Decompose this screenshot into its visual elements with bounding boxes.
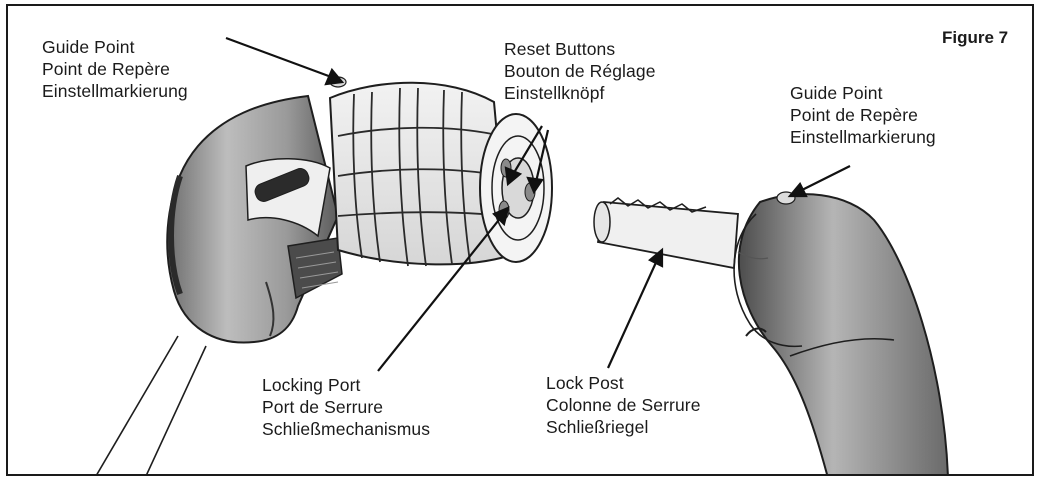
label-fr: Bouton de Réglage xyxy=(504,61,656,81)
label-en: Guide Point xyxy=(790,83,883,103)
label-guide-point-right: Guide Point Point de Repère Einstellmark… xyxy=(790,82,936,148)
figure-frame: Figure 7 Guide Point Point de Repère Ein… xyxy=(6,4,1034,476)
label-fr: Point de Repère xyxy=(42,59,170,79)
label-fr: Point de Repère xyxy=(790,105,918,125)
label-en: Guide Point xyxy=(42,37,135,57)
label-guide-point-left: Guide Point Point de Repère Einstellmark… xyxy=(42,36,188,102)
label-en: Lock Post xyxy=(546,373,624,393)
left-cable xyxy=(96,335,207,474)
label-fr: Colonne de Serrure xyxy=(546,395,701,415)
label-fr: Port de Serrure xyxy=(262,397,384,417)
label-de: Einstellmarkierung xyxy=(790,127,936,147)
lock-illustration xyxy=(96,36,949,474)
locking-port-arrow xyxy=(377,206,510,372)
reset-buttons-arrows xyxy=(504,125,550,195)
lock-post-arrow xyxy=(606,247,664,369)
label-de: Einstellmarkierung xyxy=(42,81,188,101)
lock-post-shaft xyxy=(593,197,739,270)
label-lock-post: Lock Post Colonne de Serrure Schließrieg… xyxy=(546,372,701,438)
label-de: Schließmechanismus xyxy=(262,419,431,439)
guide-point-right-arrow xyxy=(787,165,851,198)
leader-arrows xyxy=(225,36,851,372)
label-de: Schließriegel xyxy=(546,417,649,437)
guide-point-left-arrow xyxy=(225,36,345,86)
label-en: Reset Buttons xyxy=(504,39,616,59)
label-en: Locking Port xyxy=(262,375,361,395)
label-locking-port: Locking Port Port de Serrure Schließmech… xyxy=(262,374,430,440)
label-reset-buttons: Reset Buttons Bouton de Réglage Einstell… xyxy=(504,38,656,104)
label-de: Einstellknöpf xyxy=(504,83,605,103)
figure-title: Figure 7 xyxy=(942,28,1009,47)
combination-lock-body xyxy=(166,76,347,344)
right-lock-arm xyxy=(733,191,949,474)
